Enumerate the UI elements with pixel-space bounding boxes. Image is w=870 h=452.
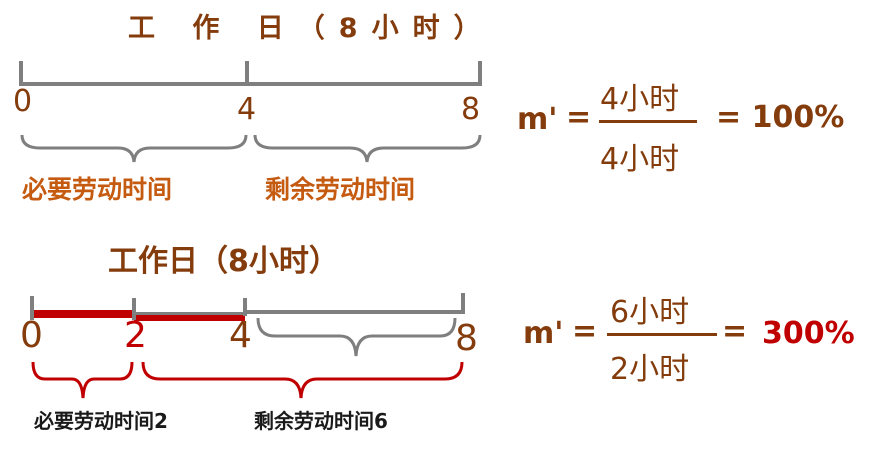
tick-4-d2: 4 bbox=[229, 315, 252, 356]
workday-title-2: 工作日（8小时） bbox=[108, 244, 339, 279]
formula-denominator-2: 2小时 bbox=[610, 352, 690, 387]
formula-denominator-1: 4小时 bbox=[600, 142, 680, 177]
formula-lhs-1: m' bbox=[517, 102, 558, 137]
tick-0-d1: 0 bbox=[13, 84, 33, 119]
necessary-labor-label-1: 必要劳动时间 bbox=[22, 175, 173, 204]
fraction-line-1 bbox=[599, 120, 697, 123]
timeline-2 bbox=[30, 293, 465, 321]
brace-necessary-1 bbox=[20, 134, 248, 163]
brace-gray-2 bbox=[256, 317, 457, 357]
surplus-labor-label-1: 剩余劳动时间 bbox=[265, 175, 416, 204]
workday-title-1: 工 作 日（8小时） bbox=[128, 13, 495, 44]
brace-surplus-1 bbox=[253, 134, 482, 163]
tick-2-d2: 2 bbox=[124, 315, 147, 356]
brace-necessary-2 bbox=[31, 361, 134, 399]
tick-0-d2: 0 bbox=[20, 315, 43, 356]
tick-4-d1: 4 bbox=[237, 92, 257, 127]
formula-result-1: = 100% bbox=[716, 100, 845, 135]
formula-result-2: 300% bbox=[762, 316, 855, 351]
formula-lhs-2: m' bbox=[523, 316, 564, 351]
timeline-1 bbox=[19, 61, 482, 86]
tick-8-d2: 8 bbox=[455, 318, 478, 359]
formula-numerator-2: 6小时 bbox=[610, 295, 690, 330]
formula-eq2-2: = bbox=[722, 314, 748, 349]
formula-eq-1: = bbox=[566, 100, 592, 135]
surplus-labor-label-2: 剩余劳动时间6 bbox=[254, 409, 388, 433]
formula-numerator-1: 4小时 bbox=[600, 82, 680, 117]
fraction-line-2 bbox=[607, 333, 717, 336]
necessary-labor-label-2: 必要劳动时间2 bbox=[34, 409, 168, 433]
tick-8-d1: 8 bbox=[461, 92, 481, 127]
formula-eq-2: = bbox=[572, 314, 598, 349]
brace-surplus-2 bbox=[141, 361, 464, 399]
